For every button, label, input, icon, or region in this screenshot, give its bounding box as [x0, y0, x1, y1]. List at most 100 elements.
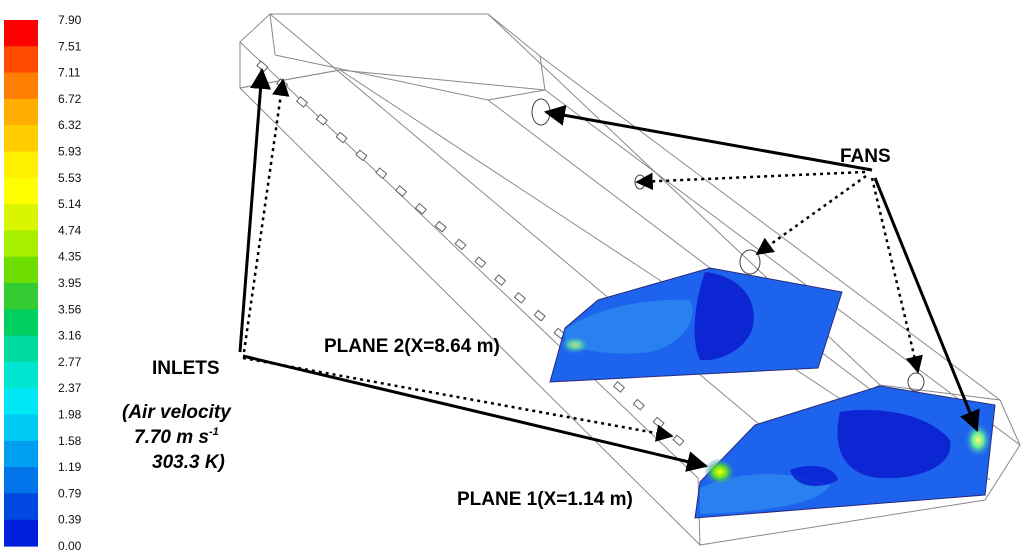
colorbar-swatch	[4, 46, 38, 74]
annotation-arrows	[238, 67, 980, 472]
inlet-slot	[612, 381, 625, 393]
inlets-label: INLETS	[152, 358, 220, 379]
inlet-slot	[375, 167, 388, 180]
fans-arrow-solid-1	[543, 104, 873, 172]
colorbar-swatch	[4, 204, 38, 231]
plane-2-light-region	[565, 299, 693, 354]
inlet-slot	[533, 309, 546, 322]
inlet-slot	[434, 220, 447, 233]
inlet-slot	[395, 185, 408, 197]
inlet-slot	[672, 434, 685, 447]
colorbar-tick-label: 7.51	[58, 39, 82, 53]
inlet-slot	[295, 96, 308, 108]
colorbar-tick-label: 4.35	[58, 250, 82, 264]
colorbar-swatch	[4, 151, 38, 179]
colorbar-tick-label: 6.32	[58, 118, 82, 132]
inlet-slot	[513, 291, 526, 304]
colorbar-tick-label: 6.72	[58, 92, 82, 106]
fans-arrow-dotted-2	[755, 174, 867, 256]
colorbar-tick-label: 2.77	[58, 355, 82, 369]
plane-1-fan-hotspot	[964, 422, 992, 458]
colorbar-swatch	[4, 519, 38, 547]
colorbar-swatch	[4, 440, 38, 468]
fan-3	[739, 249, 761, 275]
long-edge-1	[239, 41, 699, 479]
long-edge-6	[539, 55, 1001, 401]
colorbar-swatch	[4, 414, 38, 442]
colorbar-tick-label: 2.37	[58, 381, 82, 395]
inlet-slot	[454, 238, 467, 251]
roof-mid-line	[274, 54, 489, 101]
end-face-outline	[697, 384, 1021, 546]
colorbar-ticks: 7.90 7.51 7.11 6.72 6.32 5.93 5.53 5.14 4.74 4.35…	[58, 13, 82, 553]
plane-1-light-region	[700, 474, 830, 514]
colorbar-swatch	[4, 20, 38, 47]
colorbar-swatch	[4, 256, 38, 284]
colorbar-swatch	[4, 309, 38, 337]
colorbar-swatch	[4, 361, 38, 389]
inlet-slot	[355, 149, 368, 162]
colorbar-tick-label: 0.79	[58, 486, 82, 500]
roof-front-line	[239, 69, 341, 89]
plane-2-hotspot	[559, 335, 591, 355]
fans-arrow-dotted-1	[635, 170, 866, 191]
plane-2-contour	[549, 267, 843, 383]
fans-arrow-solid-2	[873, 177, 980, 432]
inlet-slot	[652, 416, 665, 429]
colorbar-swatch	[4, 283, 38, 310]
plane-1-dark-region	[837, 409, 951, 479]
air-velocity-label-line2: 7.70 m s-1	[134, 426, 219, 448]
colorbar-tick-label: 5.14	[58, 197, 82, 211]
fans-label: FANS	[840, 146, 891, 167]
colorbar-swatch	[4, 230, 38, 258]
colorbar-tick-label: 5.53	[58, 171, 82, 185]
colorbar-tick-label: 3.95	[58, 276, 82, 290]
colorbar-tick-label: 7.11	[58, 66, 81, 80]
velocity-colorbar: 7.90 7.51 7.11 6.72 6.32 5.93 5.53 5.14 4.74 4.35…	[4, 13, 82, 553]
roof-outline	[239, 13, 546, 91]
inlet-slot	[414, 202, 427, 215]
colorbar-swatch	[4, 125, 38, 153]
inlets-arrow-solid-1	[238, 67, 271, 353]
colorbar-swatch	[4, 98, 38, 126]
fan-4	[907, 372, 925, 392]
plane-2-dark-region	[694, 272, 754, 361]
labels: FANS INLETS (Air velocity 7.70 m s-1 303…	[122, 146, 891, 510]
plane-1-dark-region-2	[790, 465, 838, 486]
inlets-arrow-solid-2	[242, 354, 709, 472]
long-edge-7	[544, 89, 1021, 446]
plane-2-label: PLANE 2(X=8.64 m)	[324, 336, 500, 357]
inlets-arrow-dotted-2	[242, 356, 674, 442]
colorbar-swatch	[4, 388, 38, 416]
inlet-slot	[632, 398, 645, 411]
colorbar-swatch	[4, 467, 38, 494]
colorbar-swatch	[4, 177, 38, 205]
plane-1-inlet-hotspot	[704, 458, 736, 486]
inlet-slot	[256, 60, 269, 73]
colorbar-tick-label: 4.74	[58, 223, 82, 237]
colorbar-tick-label: 1.98	[58, 408, 82, 422]
air-velocity-label-line1: (Air velocity	[122, 402, 232, 423]
long-edge-2	[239, 87, 701, 546]
colorbar-tick-label: 1.19	[58, 460, 82, 474]
colorbar-tick-label: 0.00	[58, 539, 82, 553]
colorbar-tick-label: 5.93	[58, 145, 82, 159]
inlet-slot	[335, 131, 348, 144]
colorbar-tick-label: 0.39	[58, 513, 82, 527]
fans-arrow-dotted-3	[870, 177, 923, 374]
air-temperature-label: 303.3 K)	[152, 452, 225, 473]
colorbar-tick-label: 7.90	[58, 13, 82, 27]
roof-ridge-line	[269, 13, 276, 56]
colorbar-tick-label: 3.56	[58, 302, 82, 316]
inlet-slot	[315, 113, 328, 126]
colorbar-swatch	[4, 493, 38, 521]
plane-1-label: PLANE 1(X=1.14 m)	[457, 489, 633, 510]
roof-back-line	[487, 89, 546, 101]
colorbar-swatch	[4, 72, 38, 100]
colorbar-swatches	[4, 20, 38, 547]
colorbar-swatch	[4, 335, 38, 363]
colorbar-tick-label: 1.58	[58, 434, 82, 448]
inlet-slot	[474, 256, 487, 269]
inlet-slot	[494, 274, 507, 286]
